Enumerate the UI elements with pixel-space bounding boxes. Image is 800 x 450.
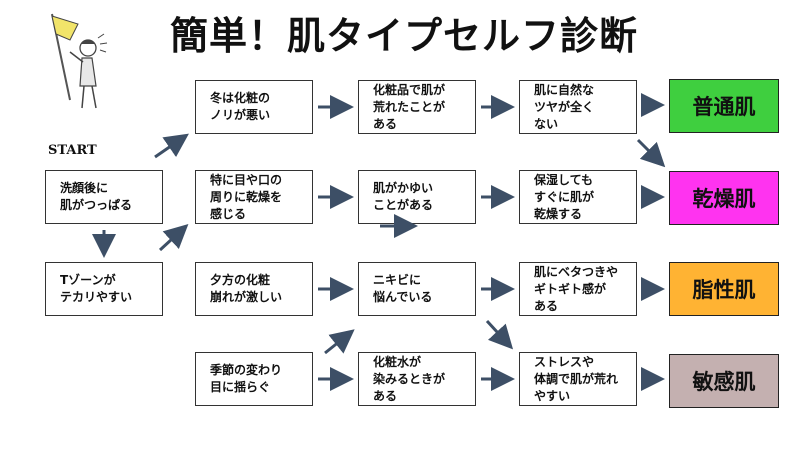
node-lotion: 化粧水が 染みるときが ある	[358, 352, 476, 406]
arrow-nogloss-to-dry	[636, 138, 666, 168]
arrow-tzone-to-eyes	[158, 223, 189, 252]
arrow-acne-to-stress	[485, 319, 514, 350]
node-season: 季節の変わり 目に揺らぐ	[195, 352, 313, 406]
arrow-season-to-acne	[324, 329, 355, 355]
person-with-flag-illustration	[51, 13, 108, 109]
node-makeup-rough: 化粧品で肌が 荒れたことが ある	[358, 80, 476, 134]
node-wash: 洗顔後に 肌がつっぱる	[45, 170, 163, 224]
node-winter: 冬は化粧の ノリが悪い	[195, 80, 313, 134]
node-eyes: 特に目や口の 周りに乾燥を 感じる	[195, 170, 313, 224]
result-dry: 乾燥肌	[669, 171, 779, 225]
arrow-wash-to-winter	[154, 133, 189, 159]
node-dry-after: 保湿しても すぐに肌が 乾燥する	[519, 170, 637, 224]
node-acne: ニキビに 悩んでいる	[358, 262, 476, 316]
node-stress: ストレスや 体調で肌が荒れ やすい	[519, 352, 637, 406]
node-evening: 夕方の化粧 崩れが激しい	[195, 262, 313, 316]
node-no-gloss: 肌に自然な ツヤが全く ない	[519, 80, 637, 134]
node-sticky: 肌にベタつきや ギトギト感が ある	[519, 262, 637, 316]
result-normal: 普通肌	[669, 79, 779, 133]
node-itchy: 肌がかゆい ことがある	[358, 170, 476, 224]
result-sensitive: 敏感肌	[669, 354, 779, 408]
start-label: START	[48, 143, 97, 158]
result-oily: 脂性肌	[669, 262, 779, 316]
page-title: 簡単！肌タイプセルフ診断	[170, 14, 639, 58]
node-tzone: Tゾーンが テカリやすい	[45, 262, 163, 316]
